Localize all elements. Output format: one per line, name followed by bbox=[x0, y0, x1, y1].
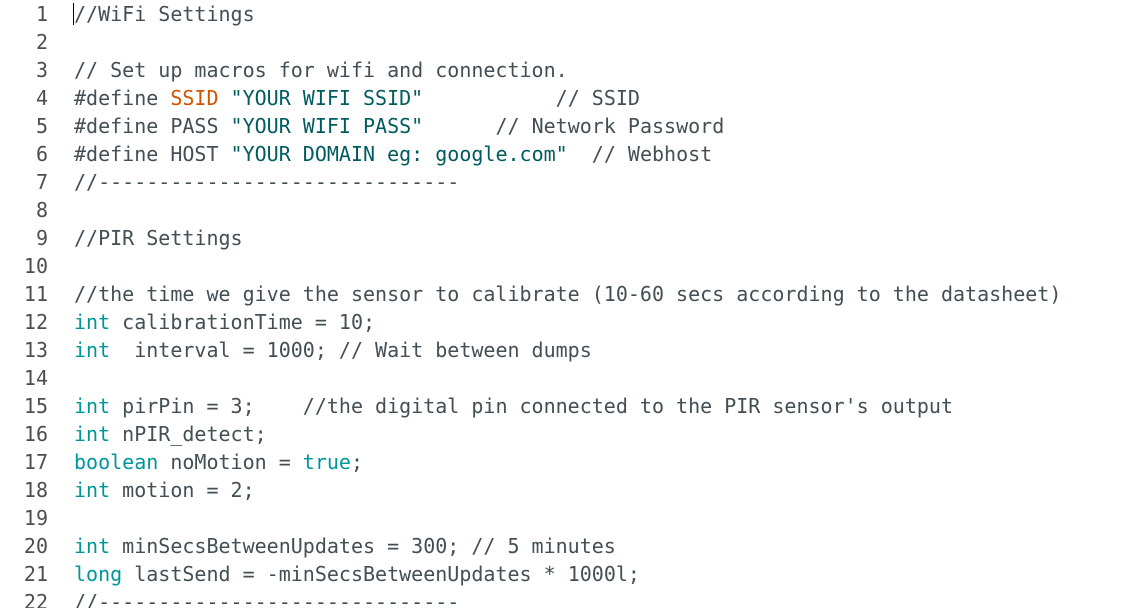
code-line-22[interactable]: //------------------------------ bbox=[74, 588, 459, 608]
type-keyword: int bbox=[74, 338, 111, 362]
type-keyword: int bbox=[74, 534, 111, 558]
type-keyword: int bbox=[74, 394, 111, 418]
statement: noMotion = bbox=[158, 450, 303, 474]
line-number: 3 bbox=[35, 58, 48, 82]
macro-name-ssid: SSID bbox=[170, 86, 219, 110]
boolean-literal: true bbox=[302, 450, 351, 474]
statement: nPIR_detect; bbox=[110, 422, 267, 446]
define-directive: #define bbox=[74, 86, 171, 110]
line-number-gutter: 1 2 3 4 5 6 7 8 9 10 11 12 13 14 15 16 1… bbox=[0, 0, 66, 608]
comment: //WiFi Settings bbox=[74, 2, 255, 26]
type-keyword: boolean bbox=[74, 450, 159, 474]
code-line-15[interactable]: int pirPin = 3; //the digital pin connec… bbox=[74, 392, 953, 420]
code-line-5[interactable]: #define PASS "YOUR WIFI PASS" // Network… bbox=[74, 112, 724, 140]
define-directive: #define PASS bbox=[74, 114, 231, 138]
line-number: 18 bbox=[23, 478, 48, 502]
comment: // Webhost bbox=[567, 142, 713, 166]
statement: lastSend = -minSecsBetweenUpdates * 1000… bbox=[122, 562, 640, 586]
code-line-3[interactable]: // Set up macros for wifi and connection… bbox=[74, 56, 568, 84]
string-literal: "YOUR DOMAIN eg: google.com" bbox=[230, 142, 568, 166]
comment-separator: //------------------------------ bbox=[74, 170, 460, 194]
line-number: 16 bbox=[23, 422, 48, 446]
line-number: 10 bbox=[23, 254, 48, 278]
code-line-9[interactable]: //PIR Settings bbox=[74, 224, 243, 252]
code-text-area[interactable]: //WiFi Settings // Set up macros for wif… bbox=[74, 0, 1122, 608]
line-number: 17 bbox=[23, 450, 48, 474]
line-number: 7 bbox=[35, 170, 48, 194]
comment: // Network Password bbox=[423, 114, 725, 138]
string-literal: "YOUR WIFI PASS" bbox=[230, 114, 424, 138]
line-number: 20 bbox=[23, 534, 48, 558]
line-number: 1 bbox=[35, 2, 48, 26]
type-keyword: int bbox=[74, 310, 111, 334]
comment: // SSID bbox=[423, 86, 640, 110]
code-line-7[interactable]: //------------------------------ bbox=[74, 168, 459, 196]
comment: // Set up macros for wifi and connection… bbox=[74, 58, 568, 82]
statement: pirPin = 3; //the digital pin connected … bbox=[110, 394, 953, 418]
line-number: 14 bbox=[23, 366, 48, 390]
statement: motion = 2; bbox=[110, 478, 255, 502]
line-number: 6 bbox=[35, 142, 48, 166]
text-cursor bbox=[73, 3, 74, 25]
code-line-12[interactable]: int calibrationTime = 10; bbox=[74, 308, 375, 336]
statement: calibrationTime = 10; bbox=[110, 310, 376, 334]
comment-separator: //------------------------------ bbox=[74, 590, 460, 608]
code-line-13[interactable]: int interval = 1000; // Wait between dum… bbox=[74, 336, 592, 364]
code-line-16[interactable]: int nPIR_detect; bbox=[74, 420, 267, 448]
code-line-11[interactable]: //the time we give the sensor to calibra… bbox=[74, 280, 1061, 308]
line-number: 4 bbox=[35, 86, 48, 110]
string-literal: "YOUR WIFI SSID" bbox=[230, 86, 424, 110]
code-line-21[interactable]: long lastSend = -minSecsBetweenUpdates *… bbox=[74, 560, 640, 588]
code-line-1[interactable]: //WiFi Settings bbox=[74, 0, 255, 28]
code-line-18[interactable]: int motion = 2; bbox=[74, 476, 255, 504]
line-number: 19 bbox=[23, 506, 48, 530]
code-line-4[interactable]: #define SSID "YOUR WIFI SSID" // SSID bbox=[74, 84, 640, 112]
comment: //PIR Settings bbox=[74, 226, 243, 250]
comment: //the time we give the sensor to calibra… bbox=[74, 282, 1062, 306]
line-number: 9 bbox=[35, 226, 48, 250]
line-number: 2 bbox=[35, 30, 48, 54]
statement: interval = 1000; // Wait between dumps bbox=[110, 338, 592, 362]
statement: minSecsBetweenUpdates = 300; // 5 minute… bbox=[110, 534, 616, 558]
code-line-17[interactable]: boolean noMotion = true; bbox=[74, 448, 363, 476]
line-number: 13 bbox=[23, 338, 48, 362]
type-keyword: int bbox=[74, 478, 111, 502]
line-number: 21 bbox=[23, 562, 48, 586]
type-keyword: long bbox=[74, 562, 123, 586]
line-number: 12 bbox=[23, 310, 48, 334]
semicolon: ; bbox=[350, 450, 364, 474]
line-number: 11 bbox=[23, 282, 48, 306]
line-number: 8 bbox=[35, 198, 48, 222]
space bbox=[219, 86, 231, 110]
define-directive: #define HOST bbox=[74, 142, 231, 166]
code-line-6[interactable]: #define HOST "YOUR DOMAIN eg: google.com… bbox=[74, 140, 712, 168]
type-keyword: int bbox=[74, 422, 111, 446]
line-number: 22 bbox=[23, 590, 48, 608]
line-number: 15 bbox=[23, 394, 48, 418]
code-line-20[interactable]: int minSecsBetweenUpdates = 300; // 5 mi… bbox=[74, 532, 616, 560]
line-number: 5 bbox=[35, 114, 48, 138]
